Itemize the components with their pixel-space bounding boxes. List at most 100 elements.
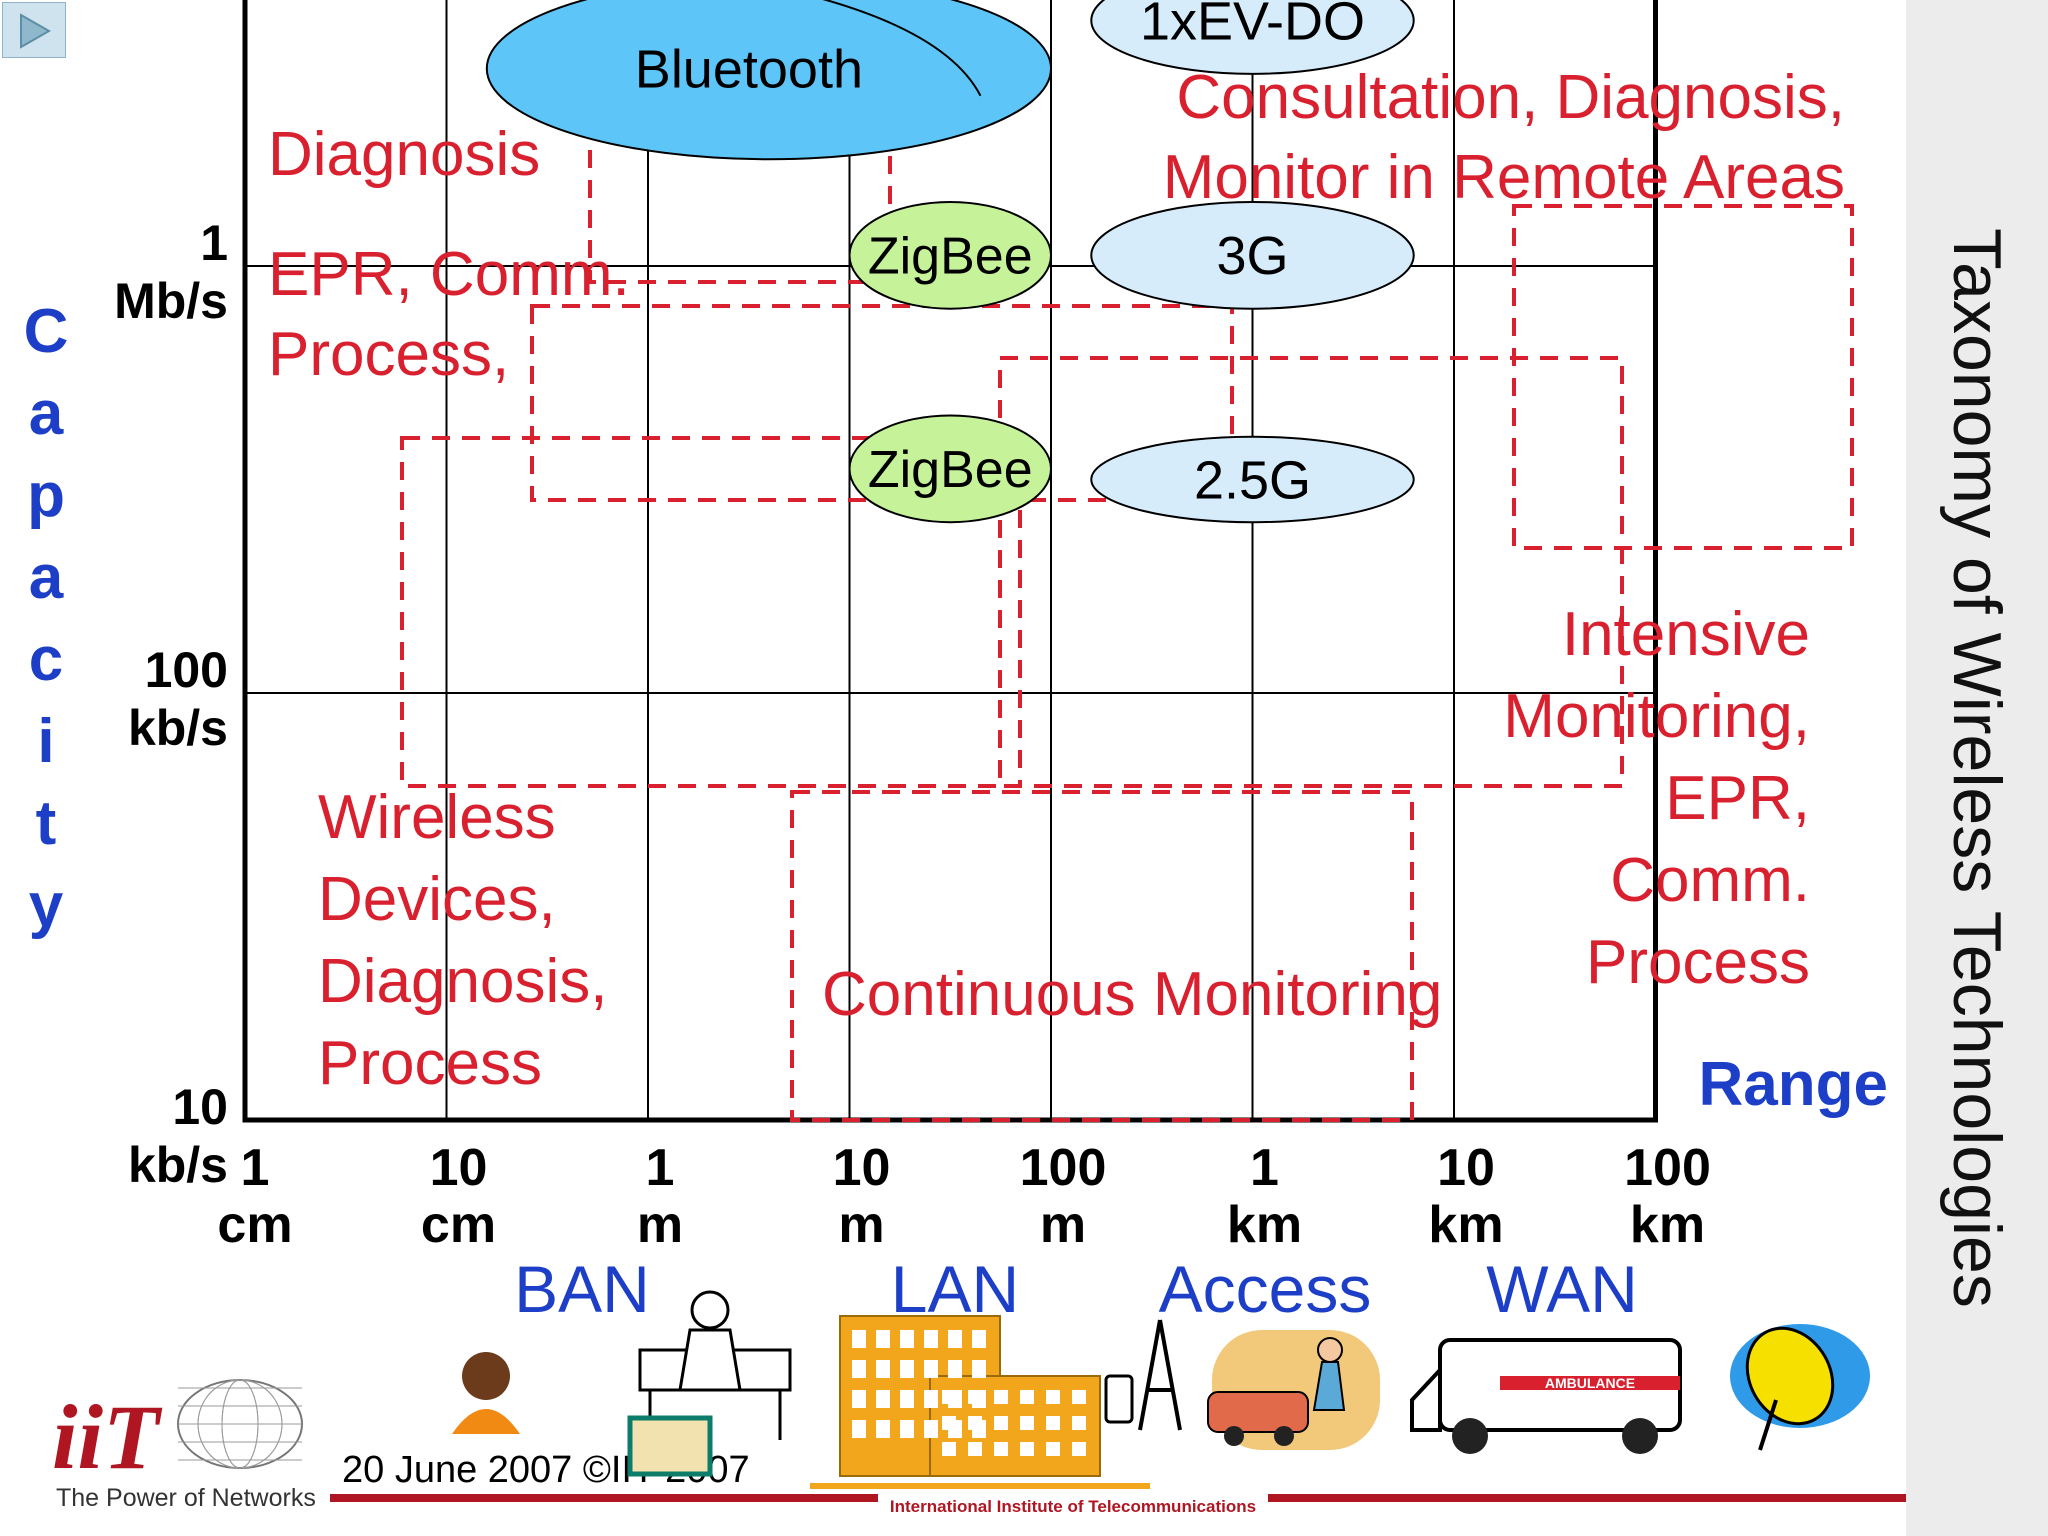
- antenna-tower: [1138, 1319, 1182, 1431]
- building-window: [994, 1442, 1008, 1456]
- x-tick-label: 1: [1250, 1139, 1279, 1197]
- access-clipart: [1104, 1319, 1380, 1450]
- building-window: [852, 1420, 866, 1438]
- person-body: [452, 1409, 520, 1434]
- ambulance-cab: [1410, 1364, 1442, 1432]
- tech-label-zigbee: ZigBee: [868, 228, 1033, 286]
- application-region: [998, 356, 1624, 788]
- building-window: [942, 1390, 956, 1404]
- building-window: [876, 1420, 890, 1438]
- building-window: [852, 1330, 866, 1348]
- application-label: Consultation, Diagnosis,Monitor in Remot…: [1163, 63, 1845, 212]
- application-region: [1512, 204, 1854, 550]
- building-window: [1020, 1442, 1034, 1456]
- building-window: [900, 1360, 914, 1378]
- building-window: [1046, 1390, 1060, 1404]
- tech-label-2-5g: 2.5G: [1194, 450, 1311, 510]
- building-window: [948, 1330, 962, 1348]
- application-label: EPR, Comm.Process,: [268, 240, 630, 389]
- tech-ellipse-zigbee: [848, 200, 1052, 310]
- building-window: [900, 1420, 914, 1438]
- tagline: The Power of Networks: [56, 1484, 316, 1512]
- building-window: [924, 1330, 938, 1348]
- y-axis-title-letter: c: [29, 625, 63, 694]
- building-window: [948, 1360, 962, 1378]
- y-tick-unit: kb/s: [128, 700, 228, 756]
- building-window: [1046, 1416, 1060, 1430]
- y-tick-label: 10: [172, 1079, 228, 1135]
- footer-bar-left: [330, 1494, 878, 1502]
- y-tick-unit: kb/s: [128, 1137, 228, 1193]
- y-axis-title-letter: y: [29, 871, 64, 940]
- x-tick-unit: km: [1630, 1196, 1705, 1254]
- car-body: [1207, 1391, 1309, 1433]
- hospital-bed-icon: [627, 1290, 792, 1477]
- footer-bar-right: [1268, 1494, 1906, 1502]
- tech-label-zigbee: ZigBee: [868, 441, 1033, 499]
- application-label: Diagnosis: [268, 120, 540, 189]
- x-tick-label: 10: [430, 1139, 488, 1197]
- building-window: [994, 1416, 1008, 1430]
- building-window: [1020, 1416, 1034, 1430]
- y-axis-title-letter: a: [29, 543, 64, 612]
- tech-label-bluetooth: Bluetooth: [635, 39, 863, 99]
- person-head: [462, 1352, 510, 1400]
- building-window: [968, 1442, 982, 1456]
- globe-icon: [177, 1379, 303, 1469]
- tech-ellipse-zigbee: [848, 414, 1052, 524]
- building-window: [994, 1390, 1008, 1404]
- car-wheel: [1274, 1426, 1294, 1446]
- satellite-dish-icon: [1730, 1324, 1870, 1451]
- building-window: [1072, 1416, 1086, 1430]
- building-window: [968, 1416, 982, 1430]
- building-window: [924, 1420, 938, 1438]
- building-window: [1072, 1390, 1086, 1404]
- network-class-label: LAN: [891, 1252, 1019, 1326]
- x-tick-unit: km: [1428, 1196, 1503, 1254]
- x-tick-unit: m: [1040, 1196, 1086, 1254]
- play-button[interactable]: [2, 2, 66, 58]
- institute-name: International Institute of Telecommunica…: [890, 1497, 1256, 1516]
- x-tick-label: 100: [1624, 1139, 1711, 1197]
- building-window: [1046, 1442, 1060, 1456]
- y-axis-title-letter: t: [36, 789, 57, 858]
- application-region: [790, 790, 1414, 1122]
- application-label: Continuous Monitoring: [822, 960, 1442, 1029]
- ambulance-stripe: [1500, 1376, 1680, 1390]
- ambulance-label: AMBULANCE: [1545, 1375, 1635, 1391]
- network-class-label: Access: [1159, 1252, 1372, 1326]
- building-window: [876, 1360, 890, 1378]
- building-window: [924, 1390, 938, 1408]
- globe-meridian: [197, 1379, 283, 1469]
- x-tick-label: 1: [646, 1139, 675, 1197]
- dish-stand: [1758, 1399, 1778, 1451]
- building-icon: [810, 1315, 1150, 1489]
- building-window: [900, 1330, 914, 1348]
- tech-overlap-arc: [822, 0, 982, 97]
- ambulance-wheel: [1622, 1418, 1658, 1454]
- building-window: [1072, 1442, 1086, 1456]
- dish-bowl: [1745, 1326, 1835, 1426]
- tech-ellipse-1xev-do: [1090, 0, 1415, 75]
- walker-head: [1317, 1337, 1343, 1363]
- x-tick-label: 1: [241, 1139, 270, 1197]
- car-wheel: [1224, 1426, 1244, 1446]
- network-class-label: WAN: [1486, 1252, 1638, 1326]
- building-window: [968, 1390, 982, 1404]
- building-window: [924, 1360, 938, 1378]
- monitor-chart: [627, 1415, 713, 1477]
- y-tick-label: 1: [200, 215, 228, 271]
- y-axis-title-letter: p: [27, 461, 65, 530]
- x-tick-label: 100: [1020, 1139, 1107, 1197]
- doctor-head: [690, 1290, 730, 1330]
- y-tick-label: 100: [145, 642, 228, 698]
- iit-logo-text: iiT: [52, 1386, 163, 1488]
- ambulance-wheel: [1452, 1418, 1488, 1454]
- x-tick-label: 10: [833, 1139, 891, 1197]
- x-tick-unit: cm: [217, 1196, 292, 1254]
- y-axis-title-letter: a: [29, 379, 64, 448]
- building-window: [876, 1330, 890, 1348]
